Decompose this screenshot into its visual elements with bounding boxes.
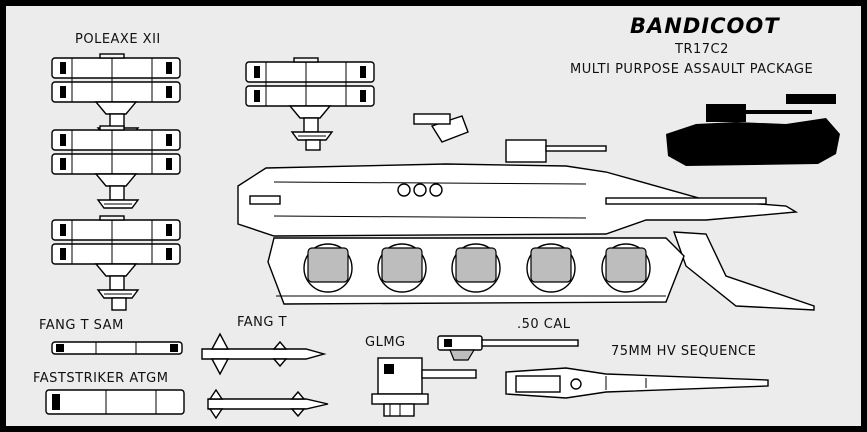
poleaxe-launcher-3-icon bbox=[51, 215, 181, 311]
line-art bbox=[45, 53, 840, 420]
label-fang-t: FANG T bbox=[237, 315, 288, 330]
reference-sheet: BANDICOOT TR17C2 MULTI PURPOSE ASSAULT P… bbox=[6, 6, 861, 426]
vehicle-role: MULTI PURPOSE ASSAULT PACKAGE bbox=[570, 62, 814, 77]
label-poleaxe: POLEAXE XII bbox=[75, 32, 161, 47]
label-75mm-hv: 75MM HV SEQUENCE bbox=[611, 344, 757, 359]
tank-silhouette-icon bbox=[666, 94, 840, 166]
poleaxe-launcher-1-icon bbox=[51, 53, 181, 137]
vehicle-name: BANDICOOT bbox=[630, 14, 780, 38]
bandicoot-vehicle-icon bbox=[237, 113, 815, 311]
poleaxe-launcher-2-icon bbox=[51, 125, 181, 209]
poleaxe-launcher-vehicle-icon bbox=[245, 57, 375, 151]
label-faststriker: FASTSTRIKER ATGM bbox=[33, 371, 169, 386]
glmg-turret-icon bbox=[371, 357, 477, 417]
fang-t-sam-missile-icon bbox=[51, 341, 183, 355]
vehicle-designation: TR17C2 bbox=[675, 42, 729, 57]
cal50-gun-icon bbox=[437, 335, 579, 361]
fang-t-missile-icon bbox=[201, 332, 327, 376]
label-50cal: .50 CAL bbox=[517, 317, 571, 332]
fang-t-missile-2-icon bbox=[207, 388, 329, 420]
faststriker-atgm-icon bbox=[45, 389, 185, 415]
label-fang-t-sam: FANG T SAM bbox=[39, 318, 124, 333]
hv75-gun-icon bbox=[505, 367, 769, 399]
label-glmg: GLMG bbox=[365, 335, 406, 350]
